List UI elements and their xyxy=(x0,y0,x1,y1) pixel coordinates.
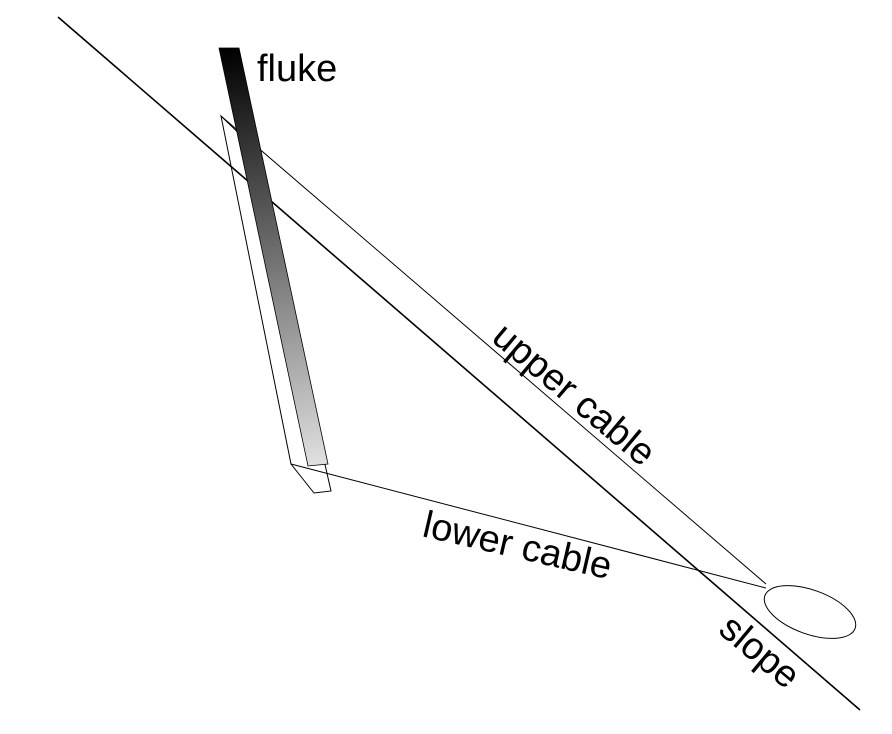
slope-line xyxy=(57,16,861,711)
lower-cable-line xyxy=(290,463,767,589)
fluke-bar xyxy=(218,47,329,467)
lower-cable-label: lower cable xyxy=(419,504,616,588)
upper-cable-line xyxy=(220,115,767,585)
upper-cable-label: upper cable xyxy=(484,315,663,475)
anchor-eye xyxy=(763,585,857,639)
fluke-label: fluke xyxy=(257,48,337,90)
